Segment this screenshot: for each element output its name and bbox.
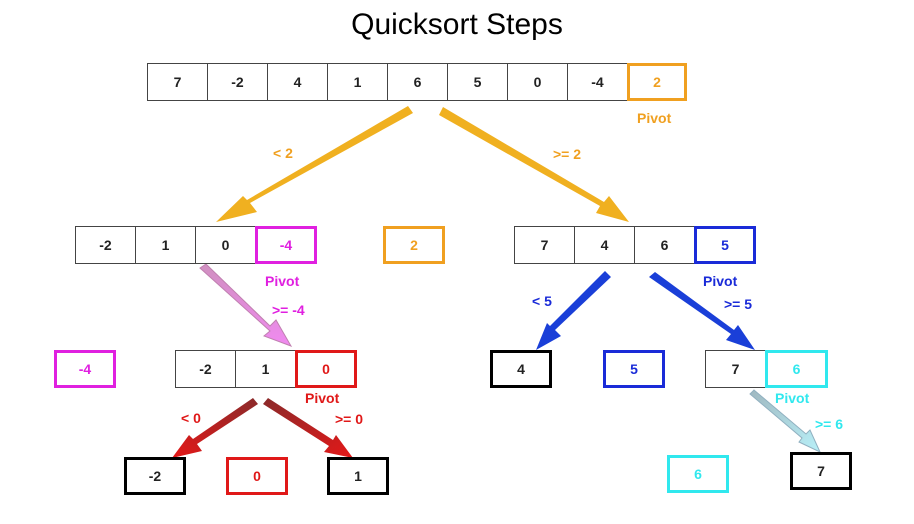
branch-label-less-2: < 2: [273, 145, 293, 161]
leaf-box: 1: [327, 457, 389, 495]
branch-label-gte-2: >= 2: [553, 146, 582, 162]
root-cell: 4: [267, 63, 328, 101]
branch-label-gte-6: >= 6: [815, 416, 844, 432]
right-pivot-box: 5: [603, 350, 665, 388]
left2-array: -2 1 0: [175, 350, 357, 388]
root-array: 7 -2 4 1 6 5 0 -4 2: [147, 63, 687, 101]
right1-cell: 6: [634, 226, 695, 264]
arrow-right2-down: [749, 389, 822, 454]
branch-label-gte-0: >= 0: [335, 411, 364, 427]
left1-cell: 0: [195, 226, 256, 264]
left1-pivot-label: Pivot: [265, 273, 300, 289]
root-cell: 7: [147, 63, 208, 101]
root-pivot-label: Pivot: [637, 110, 672, 126]
right2-pivot-cell: 6: [765, 350, 828, 388]
branch-label-gte-neg4: >= -4: [272, 302, 305, 318]
leaf-box: 7: [790, 452, 852, 490]
middle-pivot-box: 2: [383, 226, 445, 264]
root-pivot-cell: 2: [627, 63, 687, 101]
root-cell: -4: [567, 63, 628, 101]
left1-cell: 1: [135, 226, 196, 264]
left2-pivot-cell: 0: [295, 350, 357, 388]
arrow-left2-left: [172, 398, 258, 458]
right1-cell: 7: [514, 226, 575, 264]
left-pivot-box: -4: [54, 350, 116, 388]
root-cell: 0: [507, 63, 568, 101]
right2-array: 7 6: [705, 350, 828, 388]
root-cell: 5: [447, 63, 508, 101]
arrow-right1-left: [536, 271, 611, 350]
right-leaf-4-box: 4: [490, 350, 552, 388]
arrow-left1-down: [199, 263, 293, 347]
left1-pivot-cell: -4: [255, 226, 317, 264]
root-cell: -2: [207, 63, 268, 101]
left2-cell: 1: [235, 350, 296, 388]
branch-label-less-5: < 5: [532, 293, 552, 309]
right1-cell: 4: [574, 226, 635, 264]
right2-cell: 7: [705, 350, 766, 388]
right1-pivot-label: Pivot: [703, 273, 738, 289]
left1-array: -2 1 0 -4: [75, 226, 317, 264]
root-cell: 6: [387, 63, 448, 101]
branch-label-gte-5: >= 5: [724, 296, 753, 312]
leaf-pivot-box: 6: [667, 455, 729, 493]
right1-pivot-cell: 5: [694, 226, 756, 264]
page-title: Quicksort Steps: [351, 8, 563, 41]
leaf-pivot-box: 0: [226, 457, 288, 495]
arrow-root-right: [439, 107, 629, 222]
left2-cell: -2: [175, 350, 236, 388]
right1-array: 7 4 6 5: [514, 226, 756, 264]
root-cell: 1: [327, 63, 388, 101]
arrow-right1-right: [649, 272, 755, 350]
branch-label-less-0: < 0: [181, 410, 201, 426]
right2-pivot-label: Pivot: [775, 390, 810, 406]
left1-cell: -2: [75, 226, 136, 264]
left2-pivot-label: Pivot: [305, 390, 340, 406]
leaf-box: -2: [124, 457, 186, 495]
arrow-left2-right: [263, 398, 353, 458]
arrow-root-left: [216, 106, 413, 222]
